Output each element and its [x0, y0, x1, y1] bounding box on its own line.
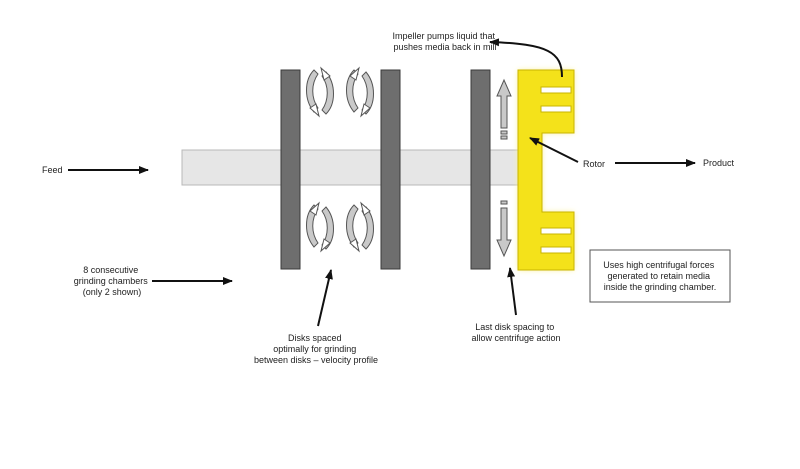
info-box-text: Uses high centrifugal forces generated t…: [603, 260, 717, 292]
last-disk-label: Last disk spacing to allow centrifuge ac…: [471, 322, 560, 343]
disks-label: Disks spaced optimally for grinding betw…: [254, 333, 378, 365]
disks-arrow: [317, 269, 333, 327]
centrifuge-tick-bottom: [500, 200, 508, 205]
velocity-swirls: [306, 66, 374, 253]
last-disk-arrow: [507, 267, 517, 316]
shaft: [181, 149, 528, 186]
impeller-label: Impeller pumps liquid that pushes media …: [392, 31, 497, 52]
disk-last: [470, 69, 491, 270]
centrifuge-tick-top-2: [500, 135, 508, 140]
centrifuge-tick-top: [500, 130, 508, 135]
swirl-top-right: [346, 66, 374, 118]
disk-2: [380, 69, 401, 270]
disk-1: [280, 69, 301, 270]
impeller-arrow: [489, 38, 563, 78]
rotor: [517, 69, 575, 271]
centrifuge-arrow-up: [496, 78, 512, 129]
rotor-arrow: [529, 137, 579, 163]
pointer-arrows: [68, 38, 696, 327]
chambers-label: 8 consecutive grinding chambers (only 2 …: [74, 265, 151, 297]
feed-label: Feed: [42, 165, 63, 175]
product-label: Product: [703, 158, 735, 168]
swirl-top-left: [306, 66, 334, 118]
rotor-label: Rotor: [583, 159, 605, 169]
swirl-bottom-left: [306, 201, 334, 253]
info-box: [589, 249, 731, 303]
centrifuge-arrow-down: [496, 207, 512, 258]
centrifuge-arrows: [496, 78, 512, 258]
swirl-bottom-right: [346, 201, 374, 253]
